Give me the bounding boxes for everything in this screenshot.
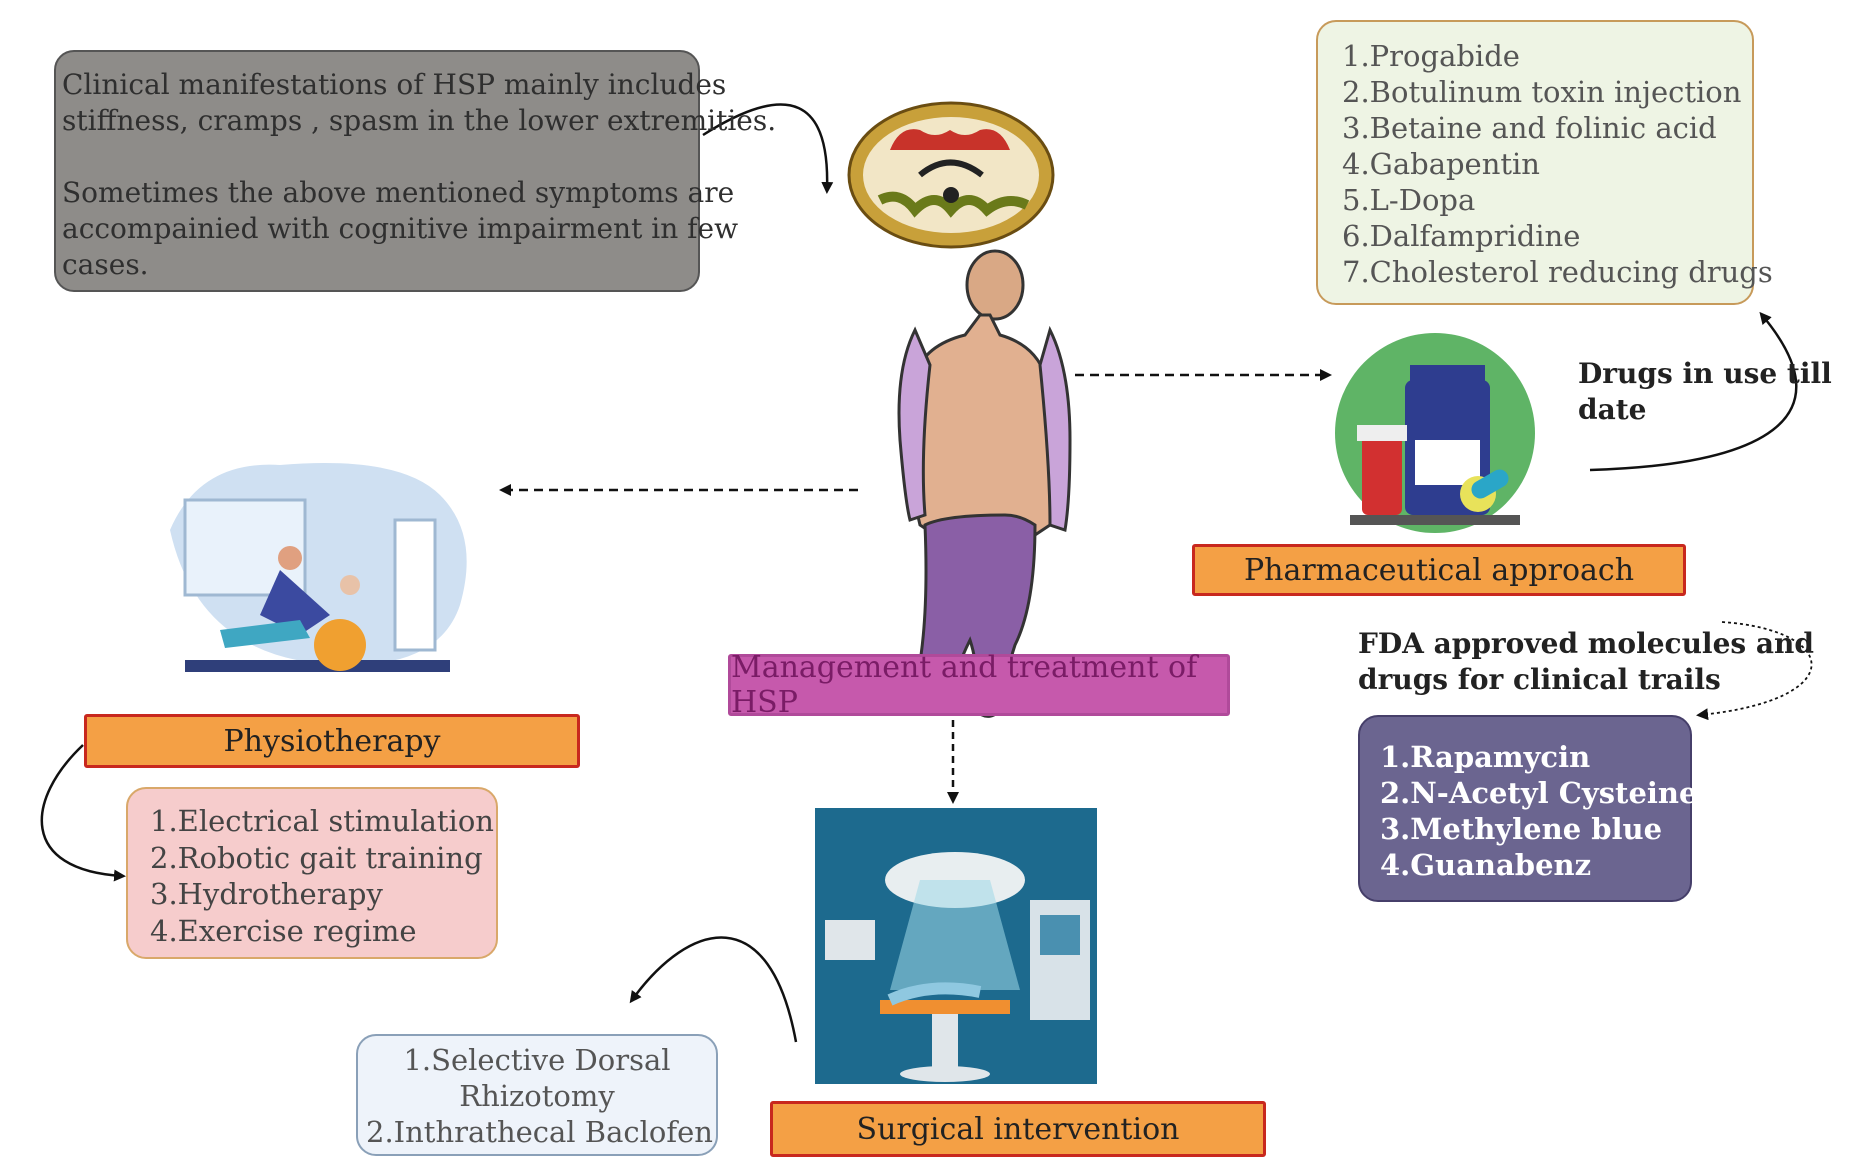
drug-item: 1.Progabide <box>1342 39 1520 73</box>
management-treatment-label: Management and treatment of HSP <box>728 650 1230 720</box>
clinical-line: cases. <box>62 248 149 281</box>
surgery-item: Rhizotomy <box>459 1079 615 1113</box>
arrow-note-to-drugs <box>1589 311 1798 472</box>
drug-item: 5.L-Dopa <box>1342 183 1476 217</box>
drug-item: 6.Dalfampridine <box>1342 219 1581 253</box>
arrow-clinical-to-brain <box>702 103 834 194</box>
note-line: date <box>1578 393 1647 426</box>
clinical-line: Clinical manifestations of HSP mainly in… <box>62 68 727 101</box>
surgery-item: 1.Selective Dorsal <box>403 1043 671 1077</box>
brain-icon <box>847 101 1055 249</box>
drug-item: 4.Gabapentin <box>1342 147 1540 181</box>
drugs-in-use-list: 1.Progabide 2.Botulinum toxin injection … <box>1316 20 1773 305</box>
fda-item: 2.N-Acetyl Cysteine <box>1380 776 1698 810</box>
note-line: Drugs in use till <box>1578 357 1832 390</box>
note-line: drugs for clinical trails <box>1358 663 1721 696</box>
surgery-illustration <box>815 808 1097 1084</box>
fda-item: 3.Methylene blue <box>1380 812 1663 846</box>
arrow-surgery-to-list <box>629 936 798 1043</box>
physio-item: 2.Robotic gait training <box>150 840 483 875</box>
physio-item: 4.Exercise regime <box>150 913 417 948</box>
drug-item: 3.Betaine and folinic acid <box>1342 111 1717 145</box>
physio-item: 1.Electrical stimulation <box>150 804 494 838</box>
patient-figure-icon <box>897 249 1072 718</box>
pharmaceutical-approach-label: Pharmaceutical approach <box>1192 544 1686 596</box>
fda-item: 1.Rapamycin <box>1380 740 1591 774</box>
clinical-line: accompainied with cognitive impairment i… <box>62 212 739 245</box>
fda-item: 4.Guanabenz <box>1380 848 1592 882</box>
drug-item: 7.Cholesterol reducing drugs <box>1342 255 1773 289</box>
drug-item: 2.Botulinum toxin injection <box>1342 75 1742 109</box>
physiotherapy-label: Physiotherapy <box>84 714 580 768</box>
drugs-in-use-note: Drugs in use till date <box>1578 356 1832 428</box>
surgical-options-list: 1.Selective Dorsal Rhizotomy 2.Inthrathe… <box>356 1034 718 1156</box>
surgery-item: 2.Inthrathecal Baclofen <box>366 1115 713 1149</box>
fda-approved-note: FDA approved molecules and drugs for cli… <box>1358 626 1814 698</box>
arrow-physio-to-list <box>40 744 126 882</box>
physiotherapy-illustration <box>170 463 467 672</box>
clinical-line: Sometimes the above mentioned symptoms a… <box>62 176 735 209</box>
clinical-manifestations-box: Clinical manifestations of HSP mainly in… <box>54 50 777 292</box>
surgical-intervention-label: Surgical intervention <box>770 1101 1266 1157</box>
fda-molecules-list: 1.Rapamycin 2.N-Acetyl Cysteine 3.Methyl… <box>1358 715 1698 902</box>
physio-item: 3.Hydrotherapy <box>150 877 383 911</box>
note-line: FDA approved molecules and <box>1358 627 1814 660</box>
medicine-bottle-icon <box>1335 333 1535 533</box>
clinical-line: stiffness, cramps , spasm in the lower e… <box>62 104 777 137</box>
physiotherapy-list: 1.Electrical stimulation 2.Robotic gait … <box>126 787 498 959</box>
